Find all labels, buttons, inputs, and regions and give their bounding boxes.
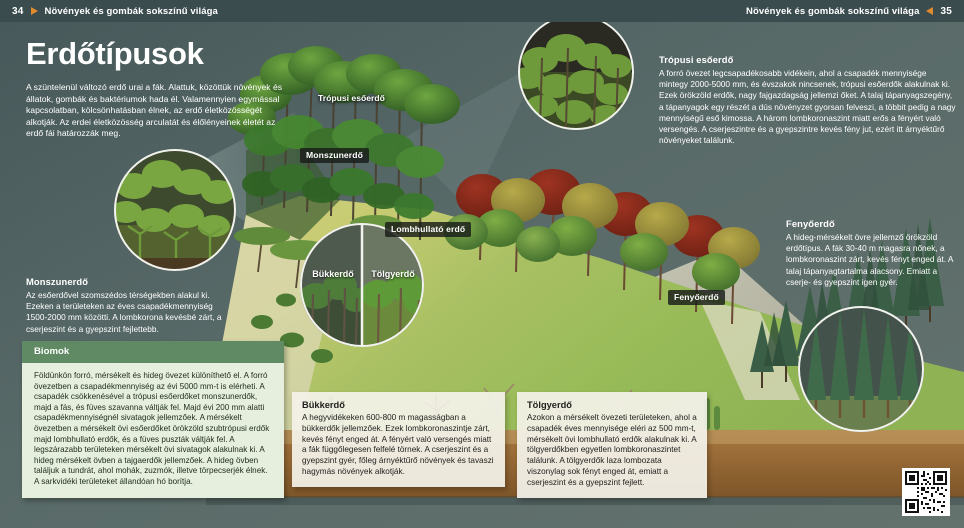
page-header: 34 Növények és gombák sokszínű világa Nö… [0, 0, 964, 22]
page-number-left: 34 [12, 5, 24, 17]
photo-circle-pine-forest [798, 306, 924, 432]
header-left: 34 Növények és gombák sokszínű világa [12, 6, 218, 17]
header-right: Növények és gombák sokszínű világa 35 [746, 6, 952, 17]
tag-tropusi-esoerdo: Trópusi esőerdő [318, 93, 385, 103]
header-title-right: Növények és gombák sokszínű világa [746, 5, 920, 17]
text-block-tropusi-esoerdo: Trópusi esőerdő A forró övezet legcsapad… [659, 54, 956, 146]
tag-fenyoerdo: Fenyőerdő [668, 290, 725, 305]
panel-text-bukkerdo: A hegyvidékeken 600-800 m magasságban a … [302, 413, 494, 476]
panel-title-tolgyerdo: Tölgyerdő [527, 400, 572, 410]
photo-circle-beech-oak [300, 223, 424, 347]
text-block-monszunerdo: Monszunerdő Az esőerdővel szomszédos tér… [26, 276, 224, 335]
biomok-body: Földünkön forró, mérsékelt és hideg övez… [22, 363, 284, 498]
intro-paragraph: A szüntelenül változó erdő urai a fák. A… [26, 82, 283, 139]
page-title: Erdőtípusok [26, 36, 204, 71]
biomok-panel: Biomok Földünkön forró, mérsékelt és hid… [22, 341, 284, 498]
biomok-title: Biomok [22, 341, 284, 363]
block-text-fenyo: A hideg-mérsékelt övre jellemző örökzöld… [786, 232, 953, 287]
panel-title-bukkerdo: Bükkerdő [302, 400, 345, 410]
circle-label-tolgyerdo: Tölgyerdő [371, 269, 415, 279]
photo-circle-tropical-rainforest [518, 14, 634, 130]
block-title-tropusi: Trópusi esőerdő [659, 54, 734, 65]
photo-circle-monsoon-forest [114, 149, 236, 271]
panel-text-tolgyerdo: Azokon a mérsékelt övezeti területeken, … [527, 413, 697, 487]
qr-code[interactable] [902, 468, 950, 516]
header-title-left: Növények és gombák sokszínű világa [44, 5, 218, 17]
block-text-monszun: Az esőerdővel szomszédos térségekben ala… [26, 290, 222, 334]
block-text-tropusi: A forró övezet legcsapadékosabb vidékein… [659, 68, 956, 146]
panel-tolgyerdo: Tölgyerdő Azokon a mérsékelt övezeti ter… [517, 392, 707, 498]
block-title-monszun: Monszunerdő [26, 276, 89, 287]
tag-lombhullato-erdo: Lombhullató erdő [385, 222, 472, 237]
qr-code-icon [905, 471, 947, 513]
triangle-right-icon[interactable] [30, 7, 38, 15]
tag-monszunerdo: Monszunerdő [300, 148, 369, 163]
biomok-text: Földünkön forró, mérsékelt és hideg övez… [34, 371, 270, 486]
block-title-fenyo: Fenyőerdő [786, 218, 835, 229]
triangle-left-icon[interactable] [926, 7, 934, 15]
panel-bukkerdo: Bükkerdő A hegyvidékeken 600-800 m magas… [292, 392, 505, 487]
page-number-right: 35 [940, 5, 952, 17]
text-block-fenyoerdo: Fenyőerdő A hideg-mérsékelt övre jellemz… [786, 218, 958, 288]
circle-label-bukkerdo: Bükkerdő [312, 269, 354, 279]
